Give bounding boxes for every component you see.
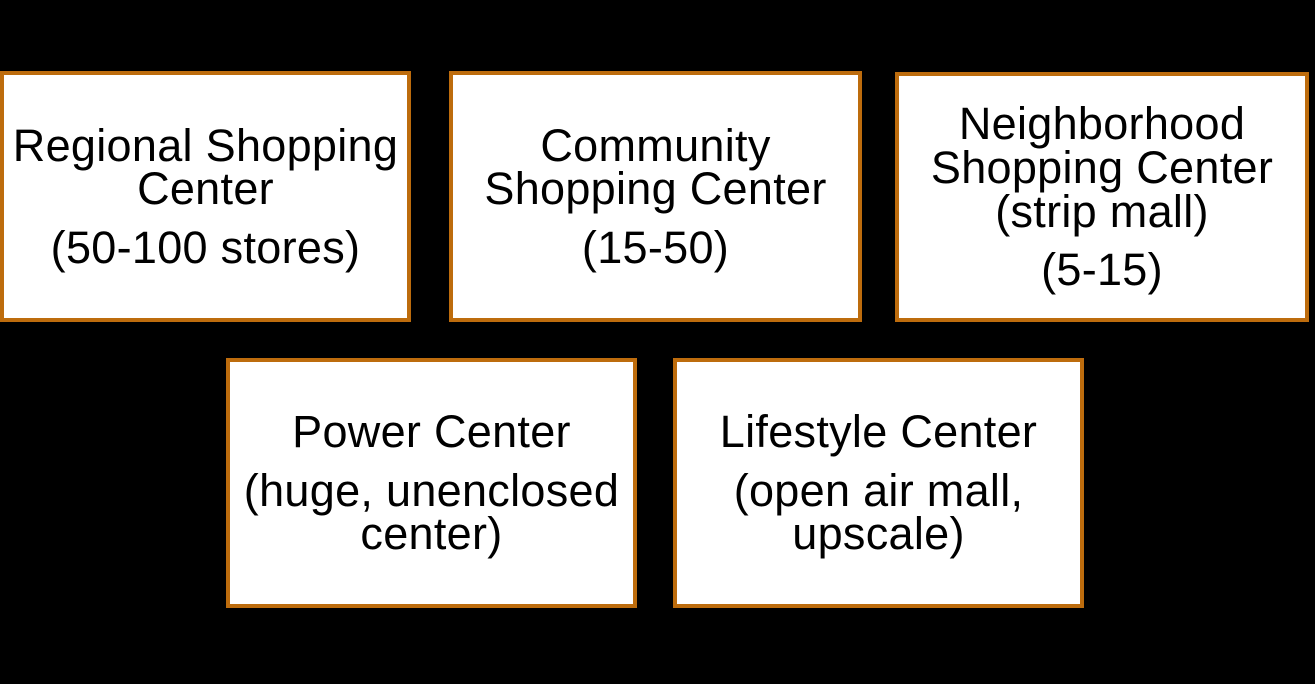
shape-regional-shopping-center: Regional Shopping Center (50-100 stores) bbox=[0, 71, 411, 322]
box-subtitle: (5-15) bbox=[1041, 244, 1163, 296]
box-title: Regional Shopping Center bbox=[12, 119, 399, 215]
box-title: Neighborhood Shopping Center (strip mall… bbox=[930, 98, 1274, 237]
shape-community-shopping-center: Community Shopping Center (15-50) bbox=[449, 71, 862, 322]
shape-power-center: Power Center (huge, unenclosed center) bbox=[226, 358, 637, 608]
box-title: Community Shopping Center bbox=[484, 119, 827, 215]
box-subtitle: (50-100 stores) bbox=[50, 221, 361, 273]
box-title: Power Center bbox=[292, 406, 571, 458]
box-subtitle: (huge, unenclosed center) bbox=[243, 464, 620, 560]
box-title: Lifestyle Center bbox=[719, 406, 1038, 458]
box-subtitle: (open air mall, upscale) bbox=[733, 464, 1024, 560]
box-subtitle: (15-50) bbox=[581, 221, 730, 273]
shape-lifestyle-center: Lifestyle Center (open air mall, upscale… bbox=[673, 358, 1084, 608]
shape-neighborhood-shopping-center: Neighborhood Shopping Center (strip mall… bbox=[895, 72, 1309, 322]
